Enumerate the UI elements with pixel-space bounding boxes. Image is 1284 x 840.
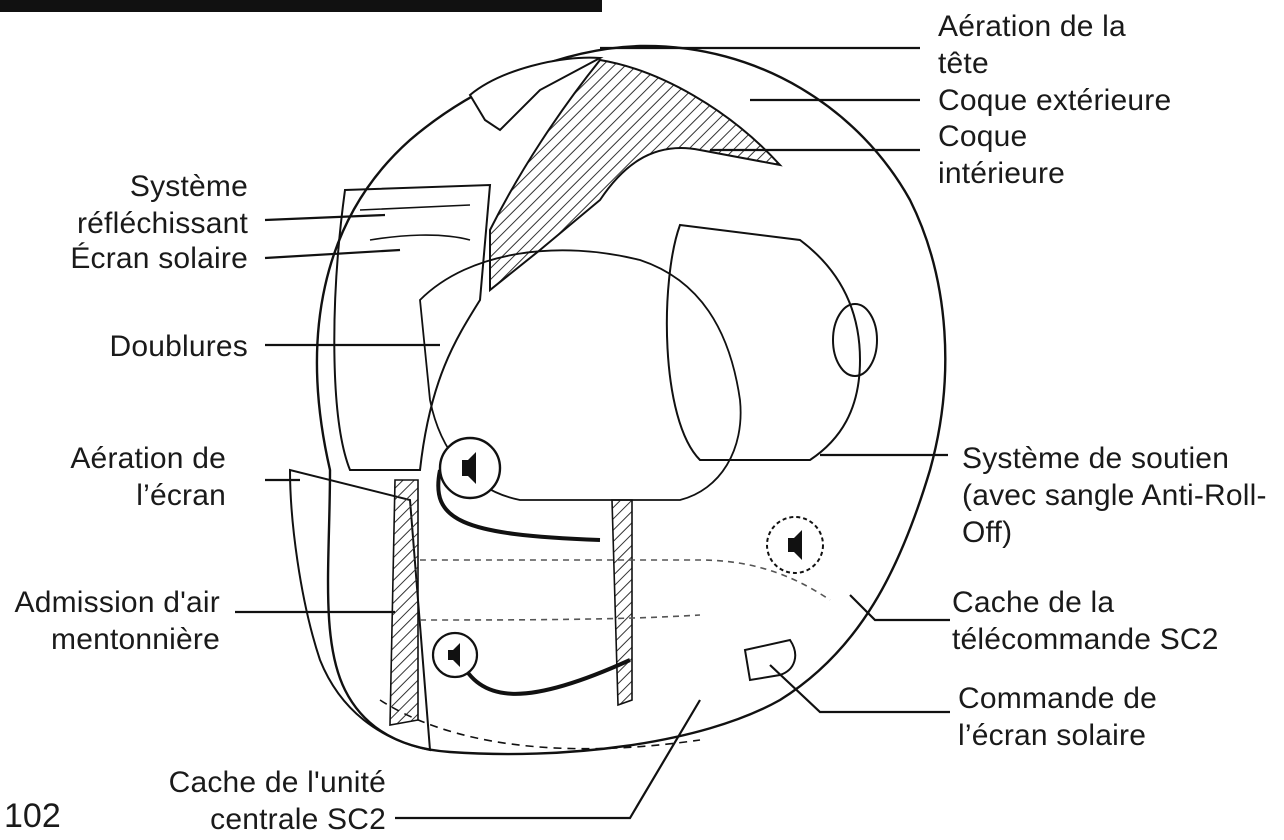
label-retention-system: Système de soutien (avec sangle Anti-Rol… — [962, 440, 1267, 551]
chin-hatched-2 — [612, 500, 632, 705]
label-chin-intake-line2: mentonnière — [15, 621, 220, 658]
label-head-vent-line2: tête — [938, 45, 1126, 82]
label-liners-line1: Doublures — [109, 328, 248, 365]
speaker-icon — [433, 633, 477, 677]
label-visor-vent-line1: Aération de — [70, 440, 226, 477]
label-visor-control-line2: l’écran solaire — [958, 717, 1157, 754]
visor-opening — [334, 185, 490, 470]
chin-hatched-1 — [390, 480, 418, 725]
label-inner-shell-line2: intérieure — [938, 155, 1065, 192]
label-unit-cover-line1: Cache de l'unité — [169, 764, 386, 801]
label-reflective-line1: Système — [77, 168, 248, 205]
label-outer-shell: Coque extérieure — [938, 82, 1171, 119]
inner-visor — [360, 205, 470, 240]
label-unit-cover-line2: centrale SC2 — [169, 801, 386, 838]
label-central-unit-cover: Cache de l'unité centrale SC2 — [169, 764, 386, 838]
label-reflective-line2: réfléchissant — [77, 205, 248, 242]
label-retention-line1: Système de soutien — [962, 440, 1267, 477]
label-inner-shell-line1: Coque — [938, 118, 1065, 155]
label-chin-intake: Admission d'air mentonnière — [15, 584, 220, 658]
label-retention-line3: Off) — [962, 514, 1267, 551]
label-reflective-system: Système réfléchissant — [77, 168, 248, 242]
ear-pocket — [667, 225, 860, 460]
label-chin-intake-line1: Admission d'air — [15, 584, 220, 621]
label-visor-vent-line2: l’écran — [70, 477, 226, 514]
label-liners: Doublures — [109, 328, 248, 365]
label-visor-vent: Aération de l’écran — [70, 440, 226, 514]
page-number: 102 — [4, 796, 61, 836]
label-remote-cover-line2: télécommande SC2 — [952, 621, 1219, 658]
speaker-icon — [440, 438, 500, 498]
label-visor-control-line1: Commande de — [958, 680, 1157, 717]
label-remote-cover: Cache de la télécommande SC2 — [952, 584, 1219, 658]
label-head-vent: Aération de la tête — [938, 8, 1126, 82]
label-retention-line2: (avec sangle Anti-Roll- — [962, 477, 1267, 514]
speaker-cable-2 — [460, 660, 630, 694]
label-remote-cover-line1: Cache de la — [952, 584, 1219, 621]
label-head-vent-line1: Aération de la — [938, 8, 1126, 45]
label-sun-visor: Écran solaire — [70, 240, 248, 277]
ear-disc — [833, 304, 877, 376]
label-sun-visor-line1: Écran solaire — [70, 240, 248, 277]
speaker-icon — [767, 517, 823, 573]
label-outer-shell-line1: Coque extérieure — [938, 82, 1171, 119]
label-inner-shell: Coque intérieure — [938, 118, 1065, 192]
label-visor-control: Commande de l’écran solaire — [958, 680, 1157, 754]
visor-control-lever — [745, 640, 795, 680]
